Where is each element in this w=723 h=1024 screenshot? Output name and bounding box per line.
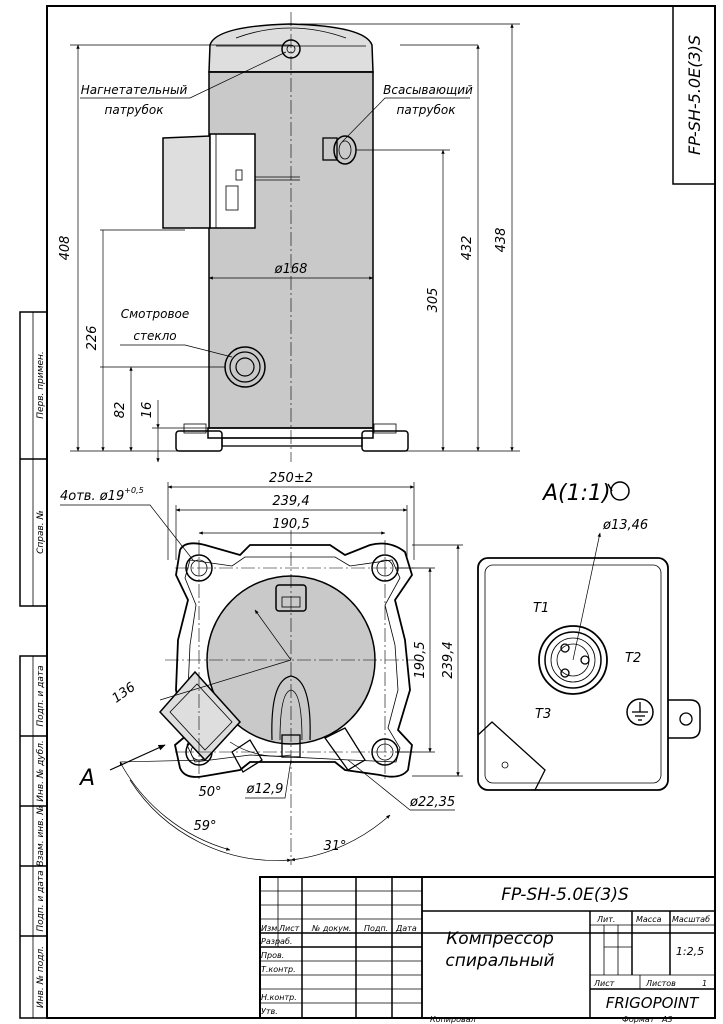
label-suction-1: Всасывающий bbox=[383, 83, 473, 97]
tb-scale: 1:2,5 bbox=[676, 945, 704, 958]
dim-190-v: 190,5 bbox=[413, 641, 428, 678]
stamp-perv-primen: Перв. примен. bbox=[36, 351, 46, 419]
tb-format: Формат bbox=[622, 1015, 655, 1024]
detail-dia: ø13,46 bbox=[602, 518, 648, 533]
stamp-vzam-inv: Взам. инв. № bbox=[36, 805, 46, 866]
detail-t1: T1 bbox=[533, 601, 549, 616]
compressor-side-view bbox=[162, 12, 409, 462]
tb-doc: № докум. bbox=[311, 924, 351, 933]
left-stamp-strips bbox=[19, 311, 48, 1019]
tb-izm: Изм. bbox=[261, 924, 280, 933]
dim-250: 250±2 bbox=[269, 471, 313, 486]
stamp-sprav: Справ. № bbox=[36, 510, 46, 554]
tb-prov: Пров. bbox=[261, 951, 284, 960]
sheet-frame bbox=[46, 5, 716, 1019]
compressor-top-view bbox=[158, 530, 420, 865]
stamp-podp-data-2: Подп. и дата bbox=[36, 870, 46, 931]
detail-t2: T2 bbox=[625, 651, 641, 666]
side-view-dimensions bbox=[70, 23, 520, 463]
dim-305: 305 bbox=[426, 288, 441, 313]
dim-angle-59: 59° bbox=[193, 819, 216, 834]
dim-408: 408 bbox=[58, 236, 73, 261]
detail-title: A(1:1) bbox=[541, 481, 611, 506]
stamp-inv-podl: Инв. № подл. bbox=[36, 946, 46, 1008]
dim-dia-12: ø12,9 bbox=[246, 782, 284, 797]
dim-16: 16 bbox=[140, 402, 155, 419]
tb-massa: Масса bbox=[636, 915, 662, 924]
dim-dia-22: ø22,35 bbox=[409, 795, 455, 810]
view-mark-a: A bbox=[78, 766, 95, 791]
tb-format-value: А3 bbox=[661, 1015, 673, 1024]
top-view-dimensions bbox=[60, 482, 463, 862]
tb-masshtab: Масштаб bbox=[672, 915, 710, 924]
stamp-podp-data-1: Подп. и дата bbox=[36, 665, 46, 726]
dim-holes-text: 4отв. ø19 bbox=[60, 489, 124, 504]
stamp-inv-dubl: Инв. № дубл. bbox=[36, 740, 46, 802]
tb-listov-value: 1 bbox=[702, 979, 707, 988]
tb-list-label: Лист bbox=[593, 979, 615, 988]
label-sight-2: стекло bbox=[133, 329, 176, 343]
dim-432: 432 bbox=[460, 236, 475, 261]
tb-data: Дата bbox=[395, 924, 417, 933]
tb-kopiroval: Копировал bbox=[430, 1015, 476, 1024]
dim-136: 136 bbox=[109, 680, 138, 707]
dim-226: 226 bbox=[85, 326, 100, 351]
dim-dia-168: ø168 bbox=[274, 262, 308, 277]
detail-t3: T3 bbox=[535, 707, 551, 722]
tb-podp: Подп. bbox=[364, 924, 388, 933]
dim-82: 82 bbox=[113, 402, 128, 419]
tb-company: FRIGOPOINT bbox=[606, 994, 700, 1012]
dim-239-h: 239,4 bbox=[272, 494, 309, 509]
tb-nkontr: Н.контр. bbox=[261, 993, 297, 1002]
tb-listov-label: Листов bbox=[645, 979, 676, 988]
dim-holes-tol: +0,5 bbox=[124, 486, 143, 495]
dim-holes: 4отв. ø19+0,5 bbox=[60, 486, 144, 504]
tb-tkontr: Т.контр. bbox=[261, 965, 296, 974]
corner-code: FP-SH-5.0E(3)S bbox=[685, 35, 704, 155]
dim-angle-31: 31° bbox=[323, 839, 346, 854]
label-discharge-2: патрубок bbox=[105, 103, 165, 117]
tb-razrab: Разраб. bbox=[261, 937, 292, 946]
dim-angle-50: 50° bbox=[198, 785, 221, 800]
tb-lit: Лит. bbox=[596, 915, 615, 924]
label-sight-1: Смотровое bbox=[121, 307, 190, 321]
tb-list: Лист bbox=[278, 924, 300, 933]
detail-terminal-box bbox=[477, 532, 701, 791]
tb-name-2: спиральный bbox=[445, 951, 554, 971]
dim-438: 438 bbox=[494, 228, 509, 253]
rotate-symbol bbox=[610, 481, 630, 501]
tb-top-code: FP-SH-5.0E(3)S bbox=[501, 885, 629, 905]
tb-name-1: Компрессор bbox=[446, 929, 554, 949]
tb-utv: Утв. bbox=[261, 1007, 278, 1016]
label-suction-2: патрубок bbox=[397, 103, 457, 117]
title-block bbox=[259, 876, 716, 1019]
dim-239-v: 239,4 bbox=[441, 641, 456, 678]
dim-190-h: 190,5 bbox=[272, 517, 309, 532]
label-discharge-1: Нагнетательный bbox=[81, 83, 188, 97]
